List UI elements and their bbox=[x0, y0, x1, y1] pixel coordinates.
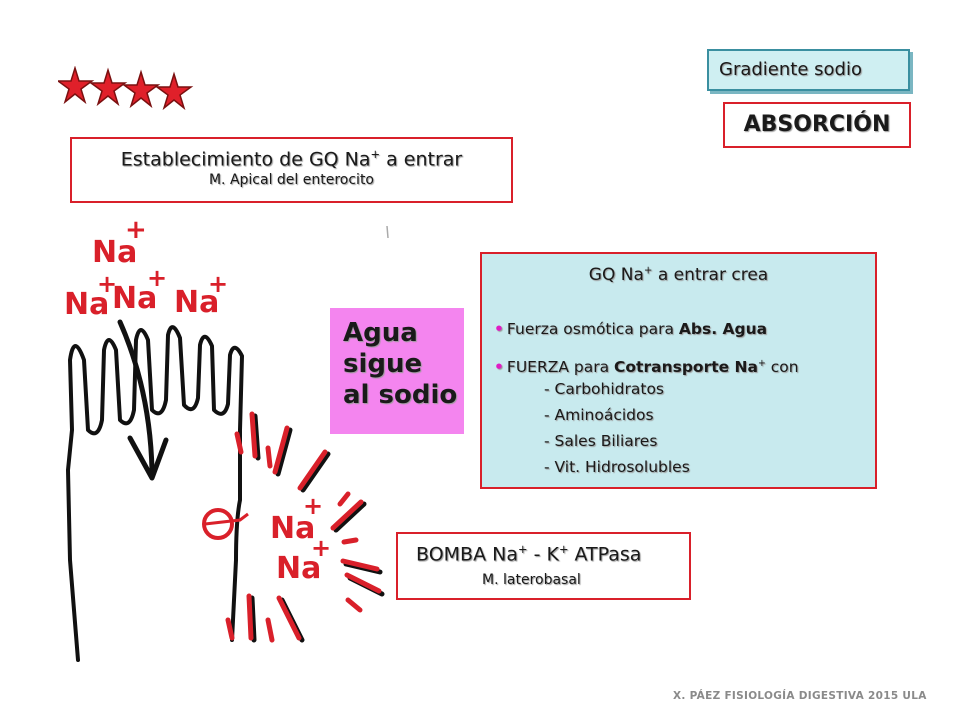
small-mark bbox=[386, 225, 389, 239]
na-plus-5: + bbox=[303, 492, 323, 520]
gq-gradient-box: Establecimiento de GQ Na+ a entrar M. Ap… bbox=[70, 137, 513, 203]
arrow-head bbox=[127, 435, 169, 481]
info-title: GQ Na+ a entrar crea bbox=[588, 265, 769, 285]
gradient-sodium-label: Gradiente sodio bbox=[707, 49, 910, 91]
gq-title: Establecimiento de GQ Na+ a entrar bbox=[120, 147, 463, 171]
cell-outline bbox=[66, 325, 244, 662]
sub-item: - Carbohidratos bbox=[544, 380, 665, 398]
water-line-1: Agua bbox=[343, 318, 418, 348]
na-label-3: Na bbox=[112, 281, 157, 316]
bullet-icon: • bbox=[494, 320, 504, 338]
footer-credit: X. PÁEZ FISIOLOGÍA DIGESTIVA 2015 ULA bbox=[673, 690, 927, 702]
na-plus-3: + bbox=[147, 264, 167, 292]
pump-arrow bbox=[204, 512, 249, 526]
na-label-4: Na bbox=[174, 285, 219, 320]
na-label-5: Na bbox=[270, 511, 315, 546]
na-label-6: Na bbox=[276, 551, 321, 586]
pump-circle bbox=[202, 508, 234, 540]
sub-item: - Vit. Hidrosolubles bbox=[544, 458, 690, 476]
water-line-2: sigue bbox=[343, 349, 423, 379]
sub-item: - Sales Biliares bbox=[544, 432, 658, 450]
gq-subtitle: M. Apical del enterocito bbox=[208, 172, 375, 189]
water-follows-sodium-box: Agua sigue al sodio bbox=[330, 308, 464, 434]
na-label-2: Na bbox=[64, 287, 109, 322]
na-plus-2: + bbox=[97, 270, 117, 298]
pump-subtitle: M. laterobasal bbox=[482, 572, 581, 588]
pump-title: BOMBA Na+ - K+ ATPasa bbox=[416, 542, 642, 566]
absorption-label: ABSORCIÓN bbox=[723, 102, 911, 148]
gq-effects-box: GQ Na+ a entrar crea •Fuerza osmótica pa… bbox=[480, 252, 877, 489]
bullet-icon: • bbox=[494, 358, 504, 377]
na-label-1: Na bbox=[92, 235, 137, 270]
stars-decoration bbox=[58, 66, 194, 111]
na-plus-1: + bbox=[125, 215, 147, 245]
star-icon bbox=[58, 66, 194, 111]
bullet-cotransport: •FUERZA para Cotransporte Na+ con bbox=[494, 358, 799, 377]
na-plus-4: + bbox=[208, 270, 228, 298]
bullet-osmotic: •Fuerza osmótica para Abs. Agua bbox=[494, 320, 768, 338]
sub-item: - Aminoácidos bbox=[544, 406, 654, 424]
na-plus-6: + bbox=[311, 534, 331, 562]
entry-arrow bbox=[117, 319, 155, 473]
water-line-3: al sodio bbox=[343, 380, 458, 410]
pump-box: BOMBA Na+ - K+ ATPasa M. laterobasal bbox=[396, 532, 691, 600]
